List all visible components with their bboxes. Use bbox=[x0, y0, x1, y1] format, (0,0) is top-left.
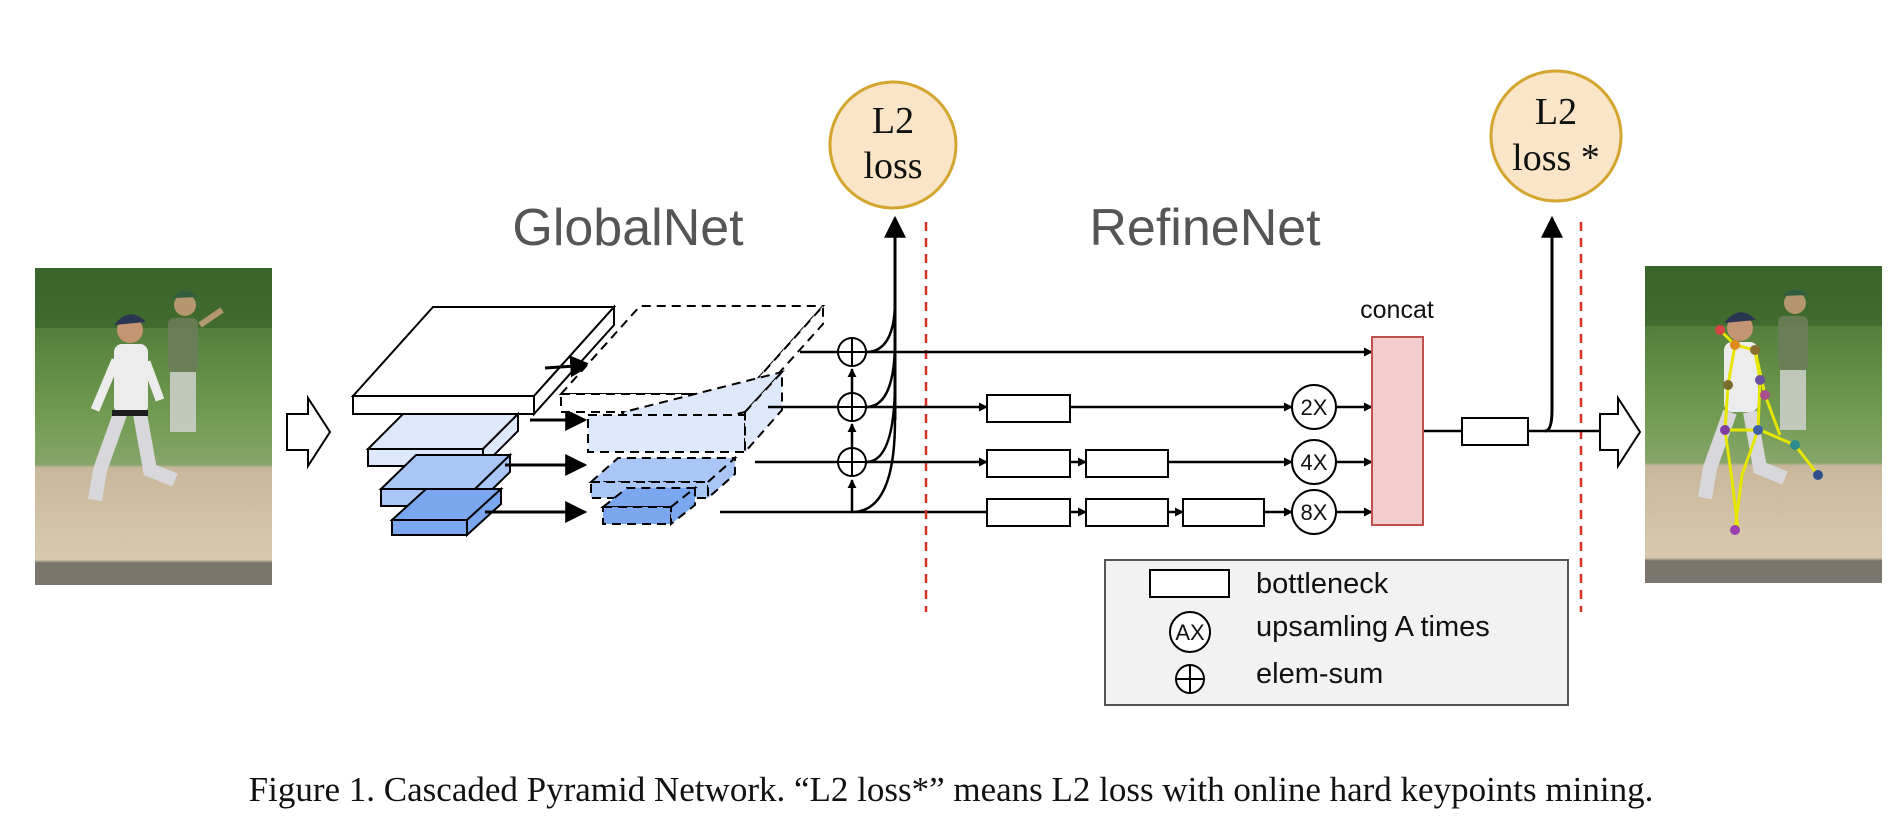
legend-upsampling-symbol: AX bbox=[1175, 620, 1205, 645]
upsample-4x-label: 4X bbox=[1301, 450, 1328, 475]
globalnet-output-pyramid bbox=[558, 303, 826, 527]
pose-keypoints bbox=[1715, 325, 1823, 535]
background-player-figure bbox=[1778, 289, 1808, 430]
input-photo bbox=[35, 268, 272, 585]
bottleneck-block bbox=[986, 394, 1071, 423]
refinenet-bottlenecks bbox=[986, 394, 1529, 527]
input-arrow-icon bbox=[286, 394, 332, 470]
background-player-figure bbox=[168, 291, 224, 432]
output-photo bbox=[1645, 266, 1882, 583]
legend-box: bottleneck AX upsamling A times elem-sum bbox=[1104, 559, 1569, 706]
dashed-level-4 bbox=[600, 485, 698, 527]
legend-elem-sum-label: elem-sum bbox=[1256, 658, 1383, 690]
legend-upsampling-label: upsamling A times bbox=[1256, 611, 1490, 643]
bottleneck-block bbox=[1182, 498, 1265, 527]
globalnet-title: GlobalNet bbox=[512, 199, 744, 257]
loss-line-2: loss bbox=[863, 145, 922, 187]
elem-sum-icon bbox=[837, 392, 867, 422]
legend-bottleneck-swatch bbox=[1149, 569, 1230, 598]
legend-upsampling-icon bbox=[1169, 611, 1211, 653]
pyramid-level-4 bbox=[389, 486, 504, 538]
bottleneck-block bbox=[986, 498, 1071, 527]
upsample-8x-label: 8X bbox=[1301, 500, 1328, 525]
upsampling-nodes: 2X 4X 8X bbox=[1291, 384, 1337, 535]
refinenet-title: RefineNet bbox=[1089, 199, 1321, 257]
loss-line-2: loss * bbox=[1512, 137, 1600, 179]
concat-block: concat bbox=[1360, 296, 1434, 526]
elem-sum-icon bbox=[837, 447, 867, 477]
dashed-level-2 bbox=[585, 369, 786, 455]
bottleneck-block bbox=[1461, 417, 1529, 446]
refinenet-l2-loss: L2 loss * bbox=[1489, 69, 1623, 203]
output-arrow-icon bbox=[1599, 394, 1642, 470]
upsample-2x-label: 2X bbox=[1301, 395, 1328, 420]
legend-bottleneck-label: bottleneck bbox=[1256, 568, 1389, 600]
bottleneck-block bbox=[1085, 498, 1169, 527]
bottleneck-block bbox=[1085, 449, 1169, 478]
loss-line-1: L2 bbox=[1535, 91, 1577, 133]
elem-sum-nodes bbox=[837, 337, 867, 477]
runner-figure bbox=[88, 314, 178, 502]
bottleneck-block bbox=[986, 449, 1071, 478]
pyramid-connection-arrows bbox=[485, 355, 593, 523]
loss-line-1: L2 bbox=[872, 100, 914, 142]
globalnet-feature-pyramid bbox=[350, 304, 617, 538]
figure-caption: Figure 1. Cascaded Pyramid Network. “L2 … bbox=[248, 770, 1654, 809]
concat-label: concat bbox=[1360, 296, 1434, 324]
elem-sum-icon bbox=[837, 337, 867, 367]
legend-elem-sum-icon bbox=[1175, 664, 1205, 694]
globalnet-l2-loss: L2 loss bbox=[828, 80, 958, 210]
refinenet-connections bbox=[866, 215, 1600, 517]
